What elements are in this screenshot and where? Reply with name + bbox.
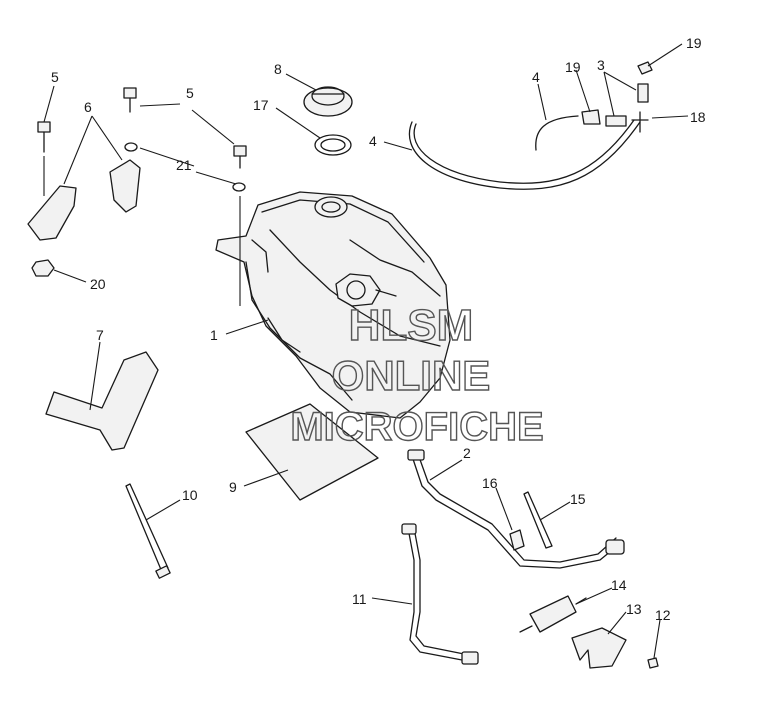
washer[interactable]: [232, 182, 246, 192]
callout-4-lower: 4: [369, 133, 377, 149]
callout-11: 11: [352, 591, 367, 607]
insulation-strap[interactable]: [45, 351, 159, 451]
vent-hose-short[interactable]: [535, 115, 579, 151]
callout-13: 13: [626, 601, 642, 617]
callout-1: 1: [210, 327, 218, 343]
callout-9: 9: [229, 479, 237, 495]
mount-bracket-left[interactable]: [27, 185, 77, 241]
bolt-top[interactable]: [123, 87, 137, 113]
callout-10: 10: [182, 487, 198, 503]
callout-20: 20: [90, 276, 106, 292]
callout-18: 18: [690, 109, 706, 125]
callout-7: 7: [96, 327, 104, 343]
vent-filter[interactable]: [605, 115, 627, 127]
fuel-line-filter[interactable]: [407, 527, 463, 661]
callout-21: 21: [176, 157, 192, 173]
callout-14: 14: [611, 577, 627, 593]
fuel-cap[interactable]: [303, 86, 353, 117]
callout-12: 12: [655, 607, 671, 623]
fuel-line[interactable]: [411, 455, 623, 569]
cable-tie[interactable]: [523, 491, 553, 549]
vent-tube[interactable]: [637, 83, 649, 103]
flange-nut[interactable]: [31, 259, 55, 277]
bolt-left[interactable]: [37, 121, 51, 153]
callout-15: 15: [570, 491, 586, 507]
drain-tube[interactable]: [125, 483, 171, 579]
callout-16: 16: [482, 475, 498, 491]
tee-fitting[interactable]: [631, 111, 649, 133]
callout-2: 2: [463, 445, 471, 461]
washer-21[interactable]: [124, 142, 138, 152]
vent-hose-long[interactable]: [408, 121, 641, 190]
watermark-line3: MICROFICHE: [290, 405, 543, 449]
check-valve-upper[interactable]: [637, 61, 653, 75]
fuel-cap-gasket[interactable]: [314, 134, 352, 156]
callout-19-upper: 19: [686, 35, 702, 51]
mount-bracket-right[interactable]: [109, 159, 141, 213]
fuel-filter[interactable]: [519, 595, 587, 633]
watermark: HLSM ONLINE MICROFICHE: [290, 300, 545, 449]
callout-4-upper: 4: [532, 69, 540, 85]
callout-17: 17: [253, 97, 269, 113]
hose-clamp[interactable]: [509, 529, 525, 551]
callout-5-right: 5: [186, 85, 194, 101]
heat-shield-pad[interactable]: [245, 403, 379, 501]
watermark-line1: HLSM: [349, 301, 474, 350]
callout-5-left: 5: [51, 69, 59, 85]
screw[interactable]: [647, 657, 659, 669]
fuel-tank[interactable]: [215, 191, 451, 419]
callout-6: 6: [84, 99, 92, 115]
filter-clip[interactable]: [571, 627, 627, 669]
callout-8: 8: [274, 61, 282, 77]
callout-3: 3: [597, 57, 605, 73]
callout-19-lower: 19: [565, 59, 581, 75]
check-valve-lower[interactable]: [581, 109, 601, 125]
bolt-middle[interactable]: [233, 145, 247, 169]
watermark-line2: ONLINE: [332, 352, 491, 399]
callout-leaders: [43, 43, 689, 659]
